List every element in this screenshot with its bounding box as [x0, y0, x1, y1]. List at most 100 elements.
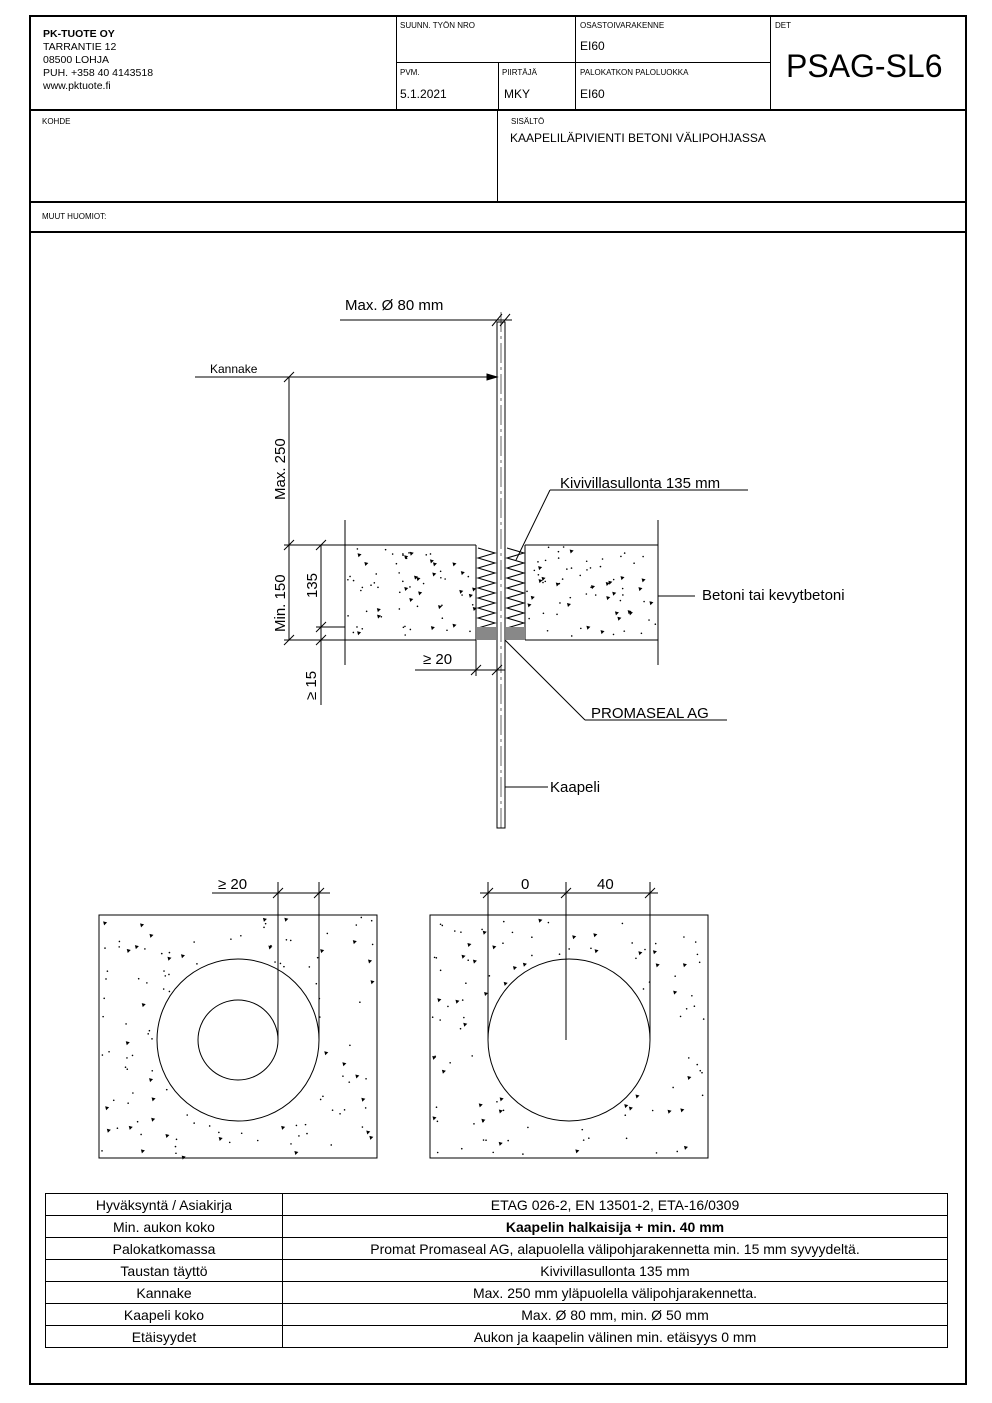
speckle	[531, 936, 533, 939]
piirtaja-label: PIIRTÄJÄ	[502, 68, 537, 77]
speckle	[614, 611, 619, 616]
speckle	[601, 558, 604, 560]
speckle	[218, 1137, 223, 1142]
speckle	[132, 1092, 134, 1094]
speckle	[638, 951, 643, 956]
speckle	[463, 1022, 468, 1027]
speckle	[590, 586, 592, 589]
speckle	[284, 917, 289, 922]
speckle	[404, 555, 409, 560]
speckle	[368, 959, 373, 964]
speckle	[218, 1131, 220, 1134]
speckle	[465, 982, 467, 985]
speckle	[279, 962, 282, 965]
speckle	[580, 627, 582, 630]
speckle	[165, 1134, 170, 1139]
speckle	[570, 567, 573, 569]
sisalto-value: KAAPELILÄPIVIENTI BETONI VÄLIPOHJASSA	[510, 131, 766, 145]
speckle	[174, 1145, 177, 1148]
speckle	[642, 988, 645, 990]
speckle	[432, 1116, 437, 1121]
speckle	[193, 1122, 195, 1124]
speckle	[680, 1108, 685, 1113]
speckle	[441, 924, 444, 927]
row-key: Kaapeli koko	[45, 1303, 283, 1326]
speckle	[102, 1015, 104, 1018]
piirtaja-value: MKY	[504, 87, 531, 101]
speckle	[105, 1106, 110, 1111]
paloluokka-value: EI60	[580, 87, 605, 101]
speckle	[348, 1081, 351, 1083]
speckle	[655, 1152, 658, 1154]
speckle	[160, 952, 163, 955]
speckle	[594, 594, 597, 596]
speckle	[429, 559, 434, 564]
divider	[498, 62, 499, 110]
speckle	[492, 945, 497, 950]
speckle	[696, 953, 699, 956]
speckle	[408, 552, 410, 554]
label-max-diameter: Max. Ø 80 mm	[345, 297, 443, 314]
speckle	[502, 1109, 505, 1112]
speckle	[409, 598, 414, 603]
speckle	[364, 561, 369, 566]
speckle	[484, 991, 489, 996]
speckle	[691, 994, 693, 997]
speckle	[537, 573, 540, 576]
speckle	[262, 917, 267, 922]
speckle	[360, 916, 363, 919]
det-value: PSAG-SL6	[786, 48, 943, 84]
speckle	[620, 555, 622, 558]
label-ge15: ≥ 15	[303, 671, 320, 700]
speckle	[599, 565, 602, 568]
speckle	[679, 1015, 682, 1018]
speckle	[298, 1135, 300, 1137]
speckle	[357, 631, 362, 636]
speckle	[555, 582, 560, 587]
speckle	[589, 567, 592, 569]
speckle	[164, 975, 167, 977]
speckle	[522, 962, 527, 967]
speckle	[698, 961, 701, 964]
sealant-left	[477, 627, 496, 640]
speckle	[151, 1117, 156, 1122]
speckle	[371, 943, 374, 946]
speckle	[148, 1029, 151, 1032]
label-kannake: Kannake	[210, 362, 258, 376]
speckle	[441, 617, 444, 620]
speckle	[361, 1097, 366, 1102]
speckle	[240, 1132, 243, 1135]
osasto-label: OSASTOIVARAKENNE	[580, 21, 665, 30]
speckle	[432, 572, 437, 577]
speckle	[168, 990, 171, 993]
speckle	[128, 1125, 133, 1130]
speckle	[319, 1098, 322, 1101]
speckle	[649, 601, 654, 606]
speckle	[436, 1120, 439, 1123]
pvm-value: 5.1.2021	[400, 87, 447, 101]
speckle	[193, 941, 195, 943]
row-key: Min. aukon koko	[45, 1215, 283, 1238]
speckle	[263, 926, 265, 929]
speckle	[472, 587, 477, 592]
label-ge20: ≥ 20	[423, 651, 452, 668]
speckle	[140, 1133, 142, 1136]
speckle	[264, 922, 267, 925]
speckle	[274, 961, 276, 963]
speckle	[416, 577, 421, 582]
speckle	[546, 629, 549, 632]
speckle	[391, 553, 394, 555]
speckle	[409, 586, 411, 588]
speckle	[460, 1147, 463, 1150]
speckle	[439, 923, 442, 926]
speckle	[140, 1149, 145, 1154]
speckle	[433, 956, 436, 959]
speckle	[355, 1074, 360, 1079]
speckle	[621, 922, 624, 925]
divider	[770, 15, 771, 110]
speckle	[600, 630, 605, 635]
speckle	[558, 953, 561, 955]
